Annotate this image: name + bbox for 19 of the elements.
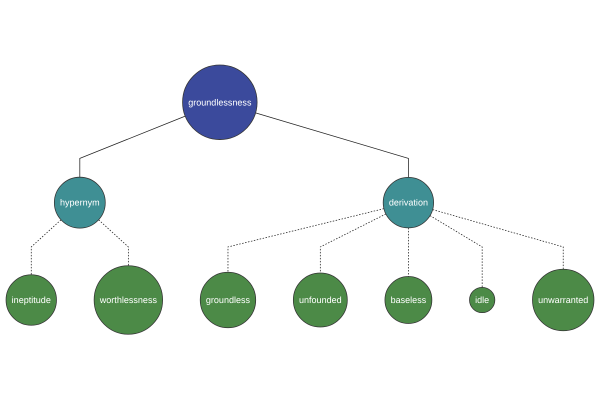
connector — [430, 216, 483, 288]
connector — [228, 208, 384, 273]
node-circle: idle — [469, 287, 496, 314]
connector — [320, 214, 386, 274]
connector — [98, 220, 129, 266]
connector — [255, 112, 409, 178]
connector — [30, 220, 62, 276]
connector — [432, 210, 564, 270]
connector — [408, 228, 409, 278]
connector — [79, 116, 186, 178]
node-circle: unwarranted — [532, 269, 594, 332]
node-circle: groundlessness — [182, 65, 258, 140]
node-circle: worthlessness — [94, 266, 163, 335]
node-circle: hypernym — [54, 177, 106, 229]
node-circle: unfounded — [292, 273, 348, 328]
node-circle: baseless — [384, 276, 432, 324]
node-circle: ineptitude — [6, 274, 57, 326]
node-circle: groundless — [200, 272, 256, 328]
node-circle: derivation — [382, 177, 434, 229]
